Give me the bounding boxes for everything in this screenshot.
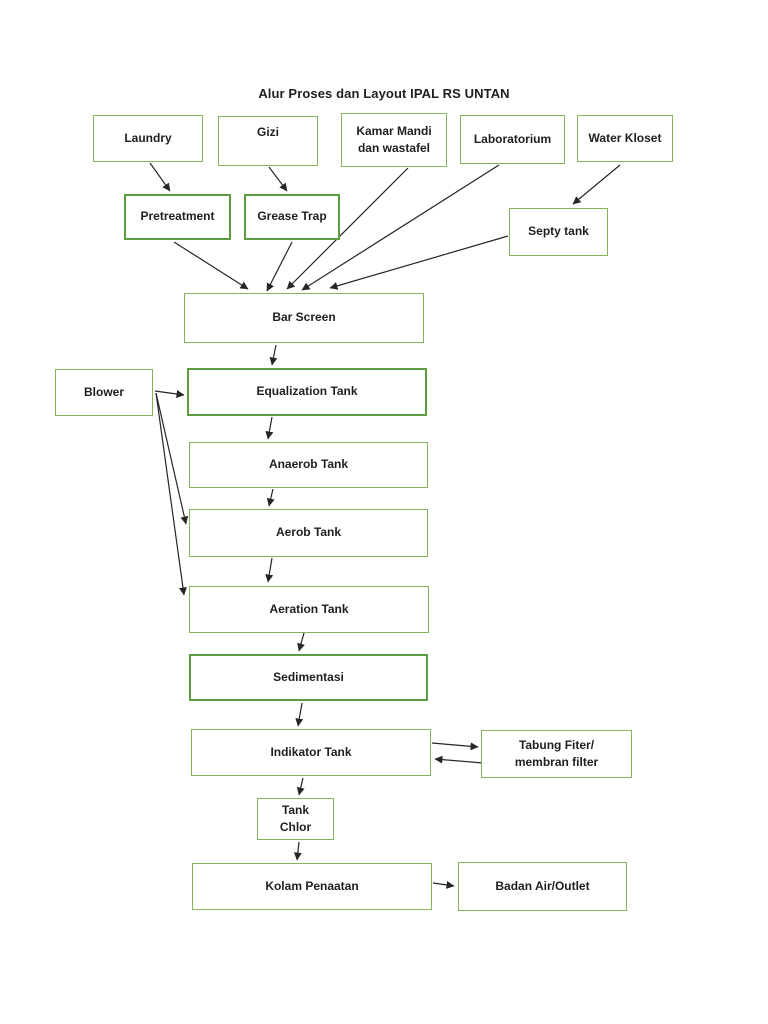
flow-arrow-sedimentasi-to-indikator-tank (295, 702, 304, 727)
flow-arrow-indikator-tank-to-tabung-filter (431, 742, 479, 751)
flow-arrow-blower-to-aerob-tank (155, 392, 189, 525)
node-label-bar-screen: Bar Screen (272, 310, 336, 325)
node-aerob-tank: Aerob Tank (189, 509, 428, 557)
node-gizi: Gizi (218, 116, 318, 166)
node-anaerob-tank: Anaerob Tank (189, 442, 428, 488)
diagram-title: Alur Proses dan Layout IPAL RS UNTAN (258, 86, 510, 101)
flow-arrow-gizi-to-grease-trap (268, 166, 288, 192)
node-label-pretreatment: Pretreatment (140, 209, 215, 224)
node-label-laboratorium: Laboratorium (473, 131, 552, 146)
flow-arrow-laboratorium-to-bar-screen (301, 164, 500, 291)
node-badan-air-outlet: Badan Air/Outlet (458, 862, 627, 911)
node-label-aerob-tank: Aerob Tank (275, 525, 342, 540)
flow-arrow-indikator-tank-to-tank-chlor (296, 777, 305, 796)
flow-arrow-water-kloset-to-septy-tank (572, 164, 621, 205)
node-label-tank-chlor: Tank Chlor (279, 802, 312, 834)
flow-arrow-aerob-tank-to-aeration-tank (265, 557, 274, 583)
flow-arrow-kamar-mandi-to-bar-screen (286, 167, 409, 290)
flow-arrow-tabung-filter-to-indikator-tank (434, 755, 484, 764)
node-aeration-tank: Aeration Tank (189, 586, 429, 633)
flow-arrow-laundry-to-pretreatment (149, 162, 171, 192)
node-tabung-filter: Tabung Fiter/ membran filter (481, 730, 632, 778)
node-label-gizi: Gizi (256, 125, 279, 139)
flow-arrow-blower-to-equalization-tank (154, 390, 185, 398)
node-label-laundry: Laundry (124, 130, 172, 145)
flow-arrow-pretreatment-to-bar-screen (173, 241, 249, 290)
node-label-kolam-penaatan: Kolam Penaatan (265, 878, 359, 893)
flow-arrow-equalization-tank-to-anaerob-tank (265, 416, 274, 440)
node-grease-trap: Grease Trap (244, 194, 340, 240)
node-kolam-penaatan: Kolam Penaatan (192, 863, 432, 910)
node-indikator-tank: Indikator Tank (191, 729, 431, 776)
node-pretreatment: Pretreatment (124, 194, 231, 240)
node-tank-chlor: Tank Chlor (257, 798, 334, 840)
node-septy-tank: Septy tank (509, 208, 608, 256)
node-label-aeration-tank: Aeration Tank (269, 601, 349, 616)
node-label-water-kloset: Water Kloset (588, 130, 662, 145)
node-water-kloset: Water Kloset (577, 115, 673, 162)
flow-arrow-blower-to-aeration-tank (155, 392, 187, 596)
node-label-badan-air-outlet: Badan Air/Outlet (495, 878, 590, 893)
node-label-grease-trap: Grease Trap (257, 209, 327, 224)
node-sedimentasi: Sedimentasi (189, 654, 428, 701)
node-label-sedimentasi: Sedimentasi (273, 669, 344, 684)
node-kamar-mandi: Kamar Mandi dan wastafel (341, 113, 447, 167)
node-label-tabung-filter: Tabung Fiter/ membran filter (514, 737, 599, 769)
node-bar-screen: Bar Screen (184, 293, 424, 343)
node-label-septy-tank: Septy tank (528, 224, 589, 239)
flow-arrow-septy-tank-to-bar-screen (329, 235, 509, 290)
node-label-anaerob-tank: Anaerob Tank (268, 457, 349, 472)
flow-arrow-kolam-penaatan-to-badan-air-outlet (432, 880, 455, 889)
node-laundry: Laundry (93, 115, 203, 162)
node-laboratorium: Laboratorium (460, 115, 565, 164)
node-equalization-tank: Equalization Tank (187, 368, 427, 416)
node-label-indikator-tank: Indikator Tank (270, 744, 352, 759)
flow-arrow-grease-trap-to-bar-screen (266, 241, 293, 292)
flow-arrow-tank-chlor-to-kolam-penaatan (293, 841, 302, 861)
node-blower: Blower (55, 369, 153, 416)
node-label-equalization-tank: Equalization Tank (256, 384, 358, 399)
node-label-kamar-mandi: Kamar Mandi dan wastafel (356, 123, 432, 155)
node-label-blower: Blower (83, 384, 124, 399)
flow-arrow-bar-screen-to-equalization-tank (269, 344, 278, 366)
flow-arrow-anaerob-tank-to-aerob-tank (266, 488, 275, 507)
flow-arrow-aeration-tank-to-sedimentasi (297, 632, 305, 652)
